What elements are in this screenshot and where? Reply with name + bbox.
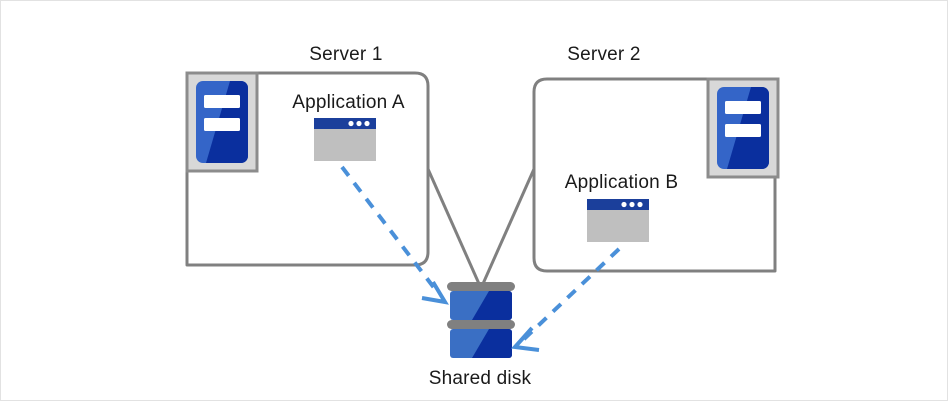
server-2-server-icon[interactable]: [706, 77, 780, 179]
server-2-title: Server 2: [567, 44, 641, 65]
server-1-server-icon[interactable]: [185, 71, 259, 173]
arrow-application-b-to-disk: [510, 247, 621, 352]
server-1-title: Server 1: [309, 44, 383, 65]
connector-lines: [426, 168, 536, 287]
application-b-window-icon[interactable]: [587, 199, 649, 242]
shared-disk-label: Shared disk: [428, 368, 532, 389]
application-a-label: Application A: [292, 92, 405, 113]
connector-server1-to-disk: [426, 168, 482, 287]
application-a-window-icon[interactable]: [314, 118, 376, 161]
application-b-label: Application B: [564, 172, 679, 193]
shared-disk-icon[interactable]: [447, 282, 515, 358]
connector-server2-to-disk: [480, 168, 536, 287]
arrow-application-a-to-disk: [340, 165, 449, 305]
